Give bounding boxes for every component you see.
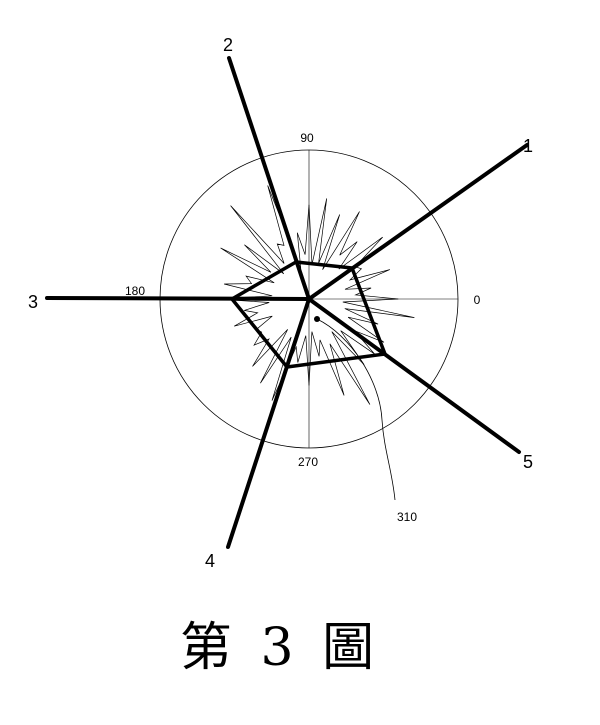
axis-5	[309, 299, 519, 452]
axis-label-3: 3	[28, 292, 38, 312]
axis-label-2: 2	[223, 35, 233, 55]
axis-1	[309, 145, 527, 299]
angle-label-270: 270	[298, 455, 318, 469]
axis-3	[47, 298, 309, 299]
angle-label-180: 180	[125, 284, 145, 298]
axis-label-1: 1	[523, 136, 533, 156]
axis-4	[228, 299, 309, 547]
axes	[47, 58, 527, 547]
reference-label-310: 310	[397, 510, 417, 524]
angle-label-90: 90	[300, 131, 314, 145]
figure-caption: 第 3 圖	[0, 605, 560, 680]
axis-label-5: 5	[523, 452, 533, 472]
axis-label-4: 4	[205, 551, 215, 571]
angle-label-0: 0	[474, 293, 481, 307]
